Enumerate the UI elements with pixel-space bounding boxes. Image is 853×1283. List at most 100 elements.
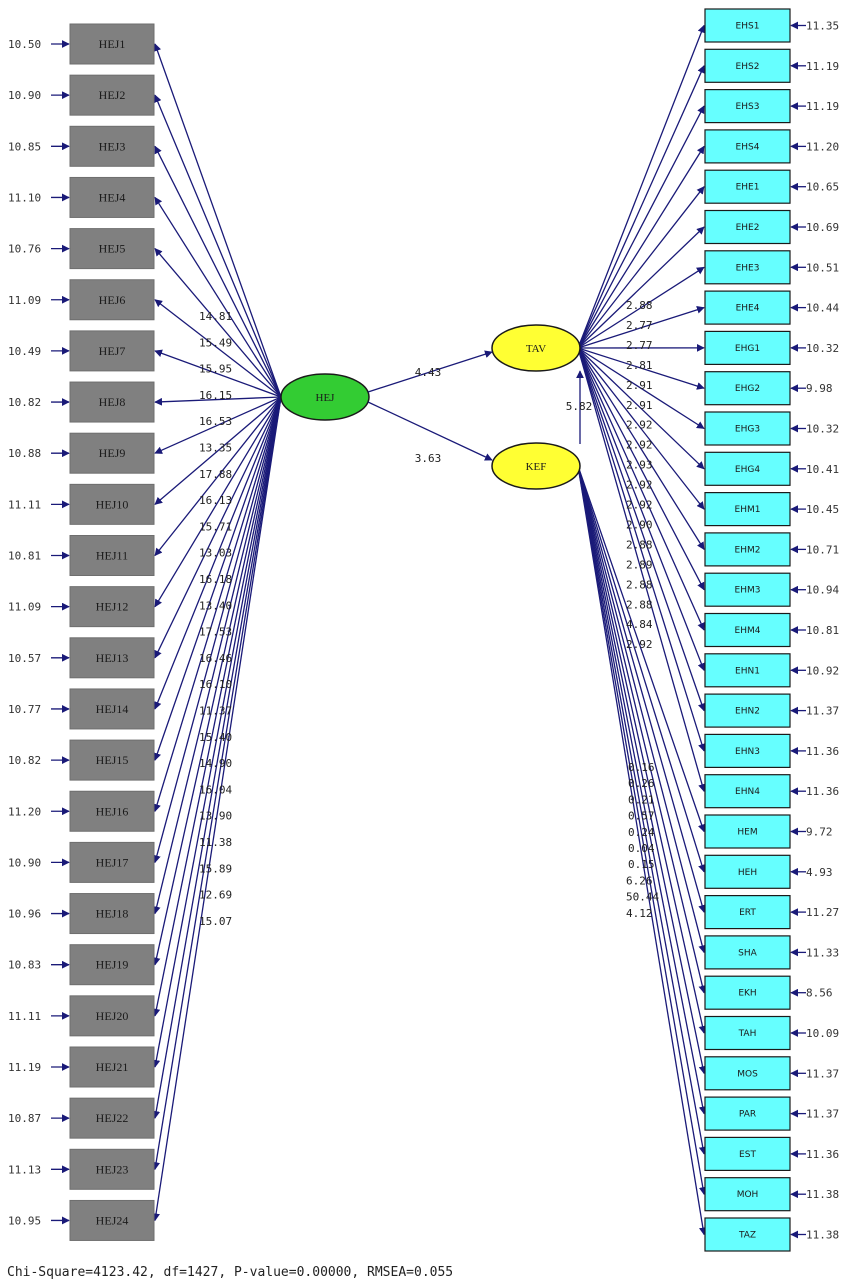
indicator-label: HEJ1 xyxy=(99,37,126,51)
error-variance: 11.11 xyxy=(8,498,41,511)
indicator-label: SHA xyxy=(738,948,757,958)
latent-hej: HEJ xyxy=(280,373,370,421)
error-variance: 10.88 xyxy=(8,447,41,460)
loading-value: 13.90 xyxy=(199,810,232,823)
error-variance: 10.77 xyxy=(8,703,41,716)
error-variance: 10.50 xyxy=(8,38,41,51)
indicator-box xyxy=(704,1136,791,1172)
indicator-box xyxy=(704,975,791,1010)
loading-arrow xyxy=(577,347,706,712)
indicator-label: HEJ23 xyxy=(96,1162,129,1176)
loading-value: 0.21 xyxy=(628,793,655,806)
loading-arrow xyxy=(154,349,282,398)
loading-value: 16.18 xyxy=(199,573,232,586)
indicator-box xyxy=(704,532,791,567)
error-variance: 11.37 xyxy=(806,1108,839,1121)
loading-value: 16.10 xyxy=(199,678,232,691)
indicator-label: EHG1 xyxy=(735,344,760,354)
loading-value: 2.81 xyxy=(626,359,653,372)
loading-value: 16.53 xyxy=(199,415,232,428)
error-variance: 11.27 xyxy=(806,906,839,919)
indicator-label: HEJ3 xyxy=(99,139,126,153)
loading-arrow xyxy=(577,65,705,349)
indicator-label: EHN3 xyxy=(735,747,760,757)
loading-arrow xyxy=(577,465,707,954)
indicator-box xyxy=(69,535,155,576)
loading-value: 2.92 xyxy=(626,419,653,432)
error-variance: 10.57 xyxy=(8,652,41,665)
loading-arrow xyxy=(577,347,706,672)
indicator-box xyxy=(69,1148,155,1190)
indicator-label: EHS1 xyxy=(736,22,760,32)
error-variance: 10.82 xyxy=(8,754,41,767)
loading-value: 15.07 xyxy=(199,915,232,928)
loading-value: 14.90 xyxy=(199,757,232,770)
indicator-box xyxy=(704,451,791,486)
loading-arrow xyxy=(577,465,706,873)
indicator-box xyxy=(704,733,791,769)
indicator-label: PAR xyxy=(739,1110,756,1120)
indicator-label: HEJ18 xyxy=(96,907,129,921)
indicator-box xyxy=(69,176,155,218)
indicator-box xyxy=(704,572,791,607)
loading-value: 0.26 xyxy=(628,777,655,790)
loading-value: 4.84 xyxy=(626,618,653,631)
error-variance: 4.93 xyxy=(806,866,833,879)
error-variance: 10.81 xyxy=(806,624,839,637)
indicator-box xyxy=(704,1015,791,1051)
indicator-box xyxy=(704,330,791,365)
error-variance: 11.38 xyxy=(806,1188,839,1201)
error-variance: 10.90 xyxy=(8,856,41,869)
indicator-label: EHS4 xyxy=(736,142,760,152)
error-variance: 11.19 xyxy=(806,60,839,73)
indicator-label: EHM1 xyxy=(735,505,761,515)
indicator-label: EHE2 xyxy=(736,223,760,233)
loading-value: 16.46 xyxy=(199,652,232,665)
indicator-label: HEJ5 xyxy=(99,242,126,256)
loading-value: 16.13 xyxy=(199,494,232,507)
indicator-box xyxy=(704,693,791,728)
indicator-box xyxy=(69,944,155,986)
indicator-box xyxy=(704,854,791,889)
loading-value: 15.71 xyxy=(199,520,232,533)
left-indicator: HEJ1 10.50 xyxy=(8,23,155,65)
indicator-box xyxy=(69,228,155,270)
indicator-label: EHS2 xyxy=(736,62,760,72)
loading-value: 13.40 xyxy=(199,599,232,612)
loading-value: 2.88 xyxy=(626,578,653,591)
indicator-label: HEJ2 xyxy=(99,88,126,102)
indicator-box xyxy=(704,8,791,43)
loading-arrow xyxy=(577,465,707,1155)
loading-arrow xyxy=(577,347,705,470)
loading-value: 2.92 xyxy=(626,499,653,512)
error-variance: 11.11 xyxy=(8,1010,41,1023)
loading-arrow xyxy=(577,347,706,792)
indicator-label: ERT xyxy=(739,908,756,918)
indicator-box xyxy=(704,935,791,970)
right-indicator: PAR 11.37 xyxy=(704,1096,839,1131)
indicator-label: HEJ6 xyxy=(99,293,126,307)
loading-arrow xyxy=(577,347,705,631)
indicator-box xyxy=(69,1046,155,1088)
indicator-label: HEJ17 xyxy=(96,855,129,869)
right-indicator: EHS2 11.19 xyxy=(704,48,839,83)
indicator-box xyxy=(704,371,791,406)
left-indicator: HEJ20 11.11 xyxy=(8,995,155,1037)
indicator-label: HEJ20 xyxy=(96,1009,129,1023)
error-variance: 10.45 xyxy=(806,503,839,516)
loading-arrow xyxy=(153,396,282,761)
indicator-box xyxy=(69,688,155,730)
loading-value: 13.03 xyxy=(199,547,232,560)
error-variance: 11.33 xyxy=(806,946,839,959)
